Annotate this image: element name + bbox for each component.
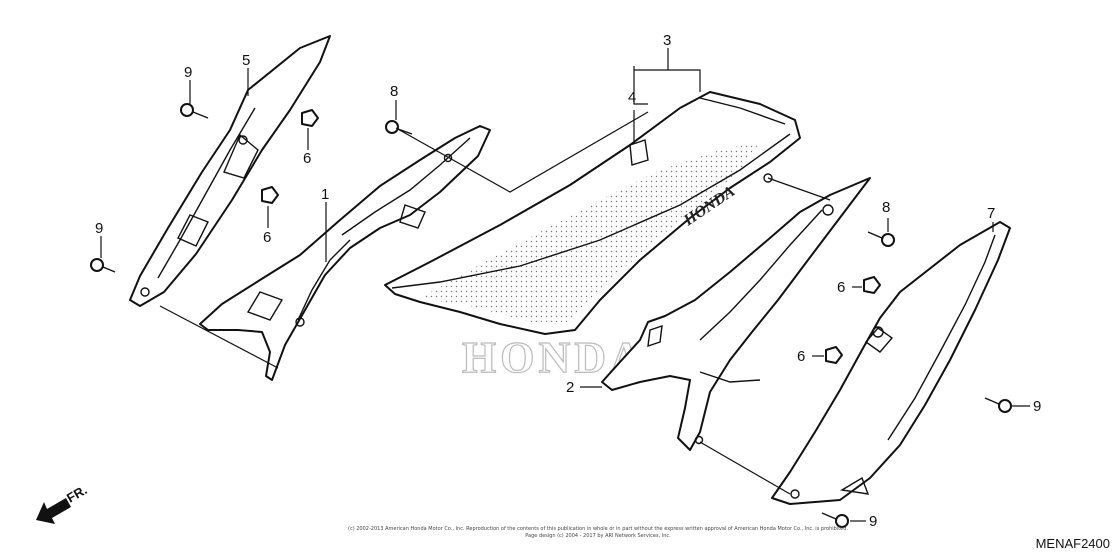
callout-6-c: 6	[837, 279, 845, 296]
bolt-9-upper-left[interactable]	[180, 103, 209, 119]
nut-6-b[interactable]	[261, 186, 279, 204]
callout-1: 1	[321, 186, 329, 203]
nut-6-d[interactable]	[825, 346, 843, 364]
copyright-line-2: Page design (c) 2004 - 2017 by ARI Netwo…	[525, 533, 671, 539]
callout-5: 5	[242, 52, 250, 69]
part-2-right-cover[interactable]	[601, 177, 871, 451]
nut-6-c[interactable]	[863, 276, 881, 294]
callout-9-bottom: 9	[869, 513, 877, 530]
callout-4: 4	[628, 89, 636, 106]
callout-6-a: 6	[303, 150, 311, 167]
front-direction-arrow: FR.	[36, 482, 90, 524]
bolt-9-right[interactable]	[984, 397, 1012, 413]
part-5-left-side-cover[interactable]	[129, 35, 331, 307]
callout-6-d: 6	[797, 348, 805, 365]
bolt-9-bottom[interactable]	[821, 512, 849, 528]
callout-7: 7	[987, 205, 995, 222]
diagram-code: MENAF2400	[1036, 536, 1110, 551]
part-7-right-side-cover[interactable]	[771, 221, 1011, 505]
callout-3: 3	[663, 32, 671, 49]
callout-9-left: 9	[95, 220, 103, 237]
bolt-9-left[interactable]	[90, 258, 116, 273]
nut-6-a[interactable]	[301, 109, 319, 127]
callout-8-right: 8	[882, 199, 890, 216]
callout-2: 2	[566, 379, 574, 396]
callout-8-left: 8	[390, 83, 398, 100]
bolt-8-right[interactable]	[867, 231, 895, 247]
part-1-left-cover[interactable]	[199, 125, 491, 381]
bolt-8-left[interactable]	[385, 120, 413, 135]
callout-9-right: 9	[1033, 398, 1041, 415]
callout-9-upper-left: 9	[184, 64, 192, 81]
copyright-line-1: (c) 2002-2013 American Honda Motor Co., …	[348, 526, 848, 532]
leader-lines	[100, 48, 1030, 522]
callout-6-b: 6	[263, 229, 271, 246]
